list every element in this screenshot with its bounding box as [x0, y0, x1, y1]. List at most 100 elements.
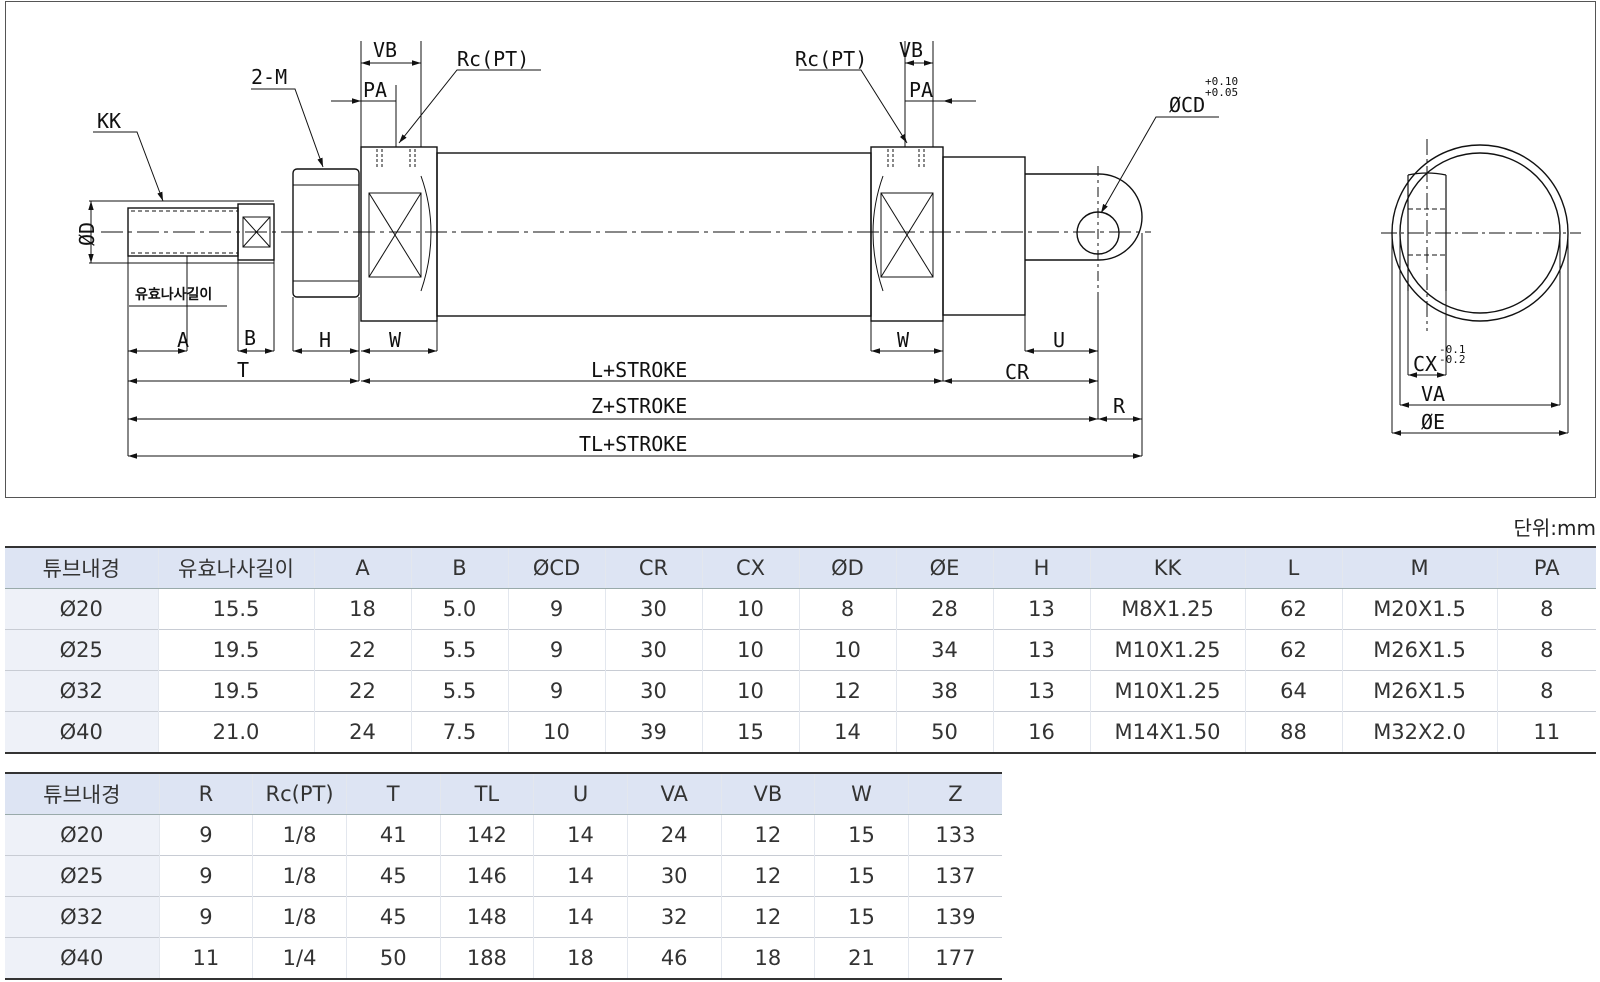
column-header: L: [1245, 546, 1343, 589]
cylinder-tube: [436, 152, 872, 317]
table-cell: 139: [935, 905, 976, 929]
table-cell: 137: [935, 864, 976, 888]
table-cell: 45: [346, 896, 441, 938]
table-cell: 10: [508, 711, 606, 753]
table-cell: 13: [993, 588, 1091, 630]
table-cell: 9: [508, 670, 606, 712]
table-cell: 9: [159, 896, 254, 938]
label-h: H: [319, 328, 331, 352]
rod-cover: [360, 146, 438, 322]
label-z-stroke: Z+STROKE: [591, 394, 687, 418]
table-cell: 8: [1540, 638, 1554, 662]
column-header: R: [159, 772, 254, 815]
table-cell: 12: [721, 814, 816, 856]
table-cell: 32: [627, 896, 722, 938]
table-cell: 45: [346, 855, 441, 897]
column-header: Rc(PT): [252, 772, 347, 815]
table-cell: 64: [1245, 670, 1343, 712]
label-2m: 2-M: [251, 65, 287, 89]
column-header: B: [411, 546, 509, 589]
column-header: M: [1342, 546, 1498, 589]
table-cell: 62: [1245, 588, 1343, 630]
table-cell: 15: [814, 896, 909, 938]
table-cell: M26X1.5: [1342, 629, 1498, 671]
table-cell: 18: [721, 937, 816, 979]
label-cx-tol-lower: -0.2: [1439, 353, 1466, 366]
table-cell: 5.0: [411, 588, 509, 630]
table-cell: 30: [605, 670, 703, 712]
table-cell: 50: [896, 711, 994, 753]
table-cell: 46: [627, 937, 722, 979]
table-cell: M20X1.5: [1342, 588, 1498, 630]
table-cell: 11: [1533, 720, 1561, 744]
column-header: PA: [1497, 546, 1596, 589]
table-cell: 15: [814, 814, 909, 856]
label-thread-length: 유효나사길이: [135, 286, 212, 303]
unit-label: 단위:mm: [1513, 516, 1596, 540]
label-cd-tol-upper: +0.10: [1205, 75, 1238, 88]
table-cell: M14X1.50: [1090, 711, 1246, 753]
label-r: R: [1113, 394, 1126, 418]
label-pa-rod: PA: [363, 78, 387, 102]
mounting-nut: [292, 168, 360, 298]
column-header: 튜브내경: [5, 546, 159, 589]
table-cell: 88: [1245, 711, 1343, 753]
table-cell: 12: [721, 855, 816, 897]
table-cell: 142: [440, 814, 535, 856]
label-cx-tol-upper: -0.1: [1439, 343, 1466, 356]
label-tl-stroke: TL+STROKE: [579, 432, 687, 456]
column-header: H: [993, 546, 1091, 589]
label-cd-tol-lower: +0.05: [1205, 86, 1238, 99]
table-cell: 19.5: [158, 629, 315, 671]
table-cell: 62: [1245, 629, 1343, 671]
label-cr: CR: [1005, 360, 1030, 384]
label-rc-pt-rod: Rc(PT): [457, 47, 529, 71]
table-cell: 1/8: [252, 814, 347, 856]
table-cell: 9: [159, 814, 254, 856]
head-cover: [870, 146, 944, 322]
table-cell: 24: [627, 814, 722, 856]
table-cell: 28: [896, 588, 994, 630]
table-cell: 30: [627, 855, 722, 897]
table-cell: 13: [993, 629, 1091, 671]
column-header: T: [346, 772, 441, 815]
table-cell: 10: [799, 629, 897, 671]
bore-size-cell: Ø32: [5, 896, 160, 938]
table-cell: 14: [533, 855, 628, 897]
bore-size-cell: Ø25: [5, 629, 159, 671]
table-cell: 30: [605, 629, 703, 671]
table-cell: 146: [440, 855, 535, 897]
cylinder-drawing-svg: KK 2-M VB PA Rc(PT) Rc(PT) VB PA ØCD +0.…: [75, 38, 1581, 459]
column-header: VA: [627, 772, 722, 815]
table-cell: 8: [1540, 679, 1554, 703]
bore-size-cell: Ø40: [5, 711, 159, 753]
table-cell: 1/8: [252, 896, 347, 938]
table-cell: M10X1.25: [1090, 670, 1246, 712]
bore-size-cell: Ø32: [5, 670, 159, 712]
table-cell: 34: [896, 629, 994, 671]
table-cell: M10X1.25: [1090, 629, 1246, 671]
table-cell: 15: [814, 855, 909, 897]
table-cell: 24: [314, 711, 412, 753]
table-cell: 19.5: [158, 670, 315, 712]
column-header: W: [814, 772, 909, 815]
label-w-head: W: [897, 328, 910, 352]
label-kk: KK: [97, 109, 121, 133]
clevis: [1025, 173, 1143, 261]
table-cell: 41: [346, 814, 441, 856]
label-t: T: [237, 358, 249, 382]
table-cell: 14: [533, 814, 628, 856]
column-header: ØD: [799, 546, 897, 589]
technical-drawing: KK 2-M VB PA Rc(PT) Rc(PT) VB PA ØCD +0.…: [5, 1, 1596, 498]
column-header: A: [314, 546, 412, 589]
table-cell: 7.5: [411, 711, 509, 753]
label-rc-pt-head: Rc(PT): [795, 47, 867, 71]
table-cell: 14: [799, 711, 897, 753]
column-header: CX: [702, 546, 800, 589]
